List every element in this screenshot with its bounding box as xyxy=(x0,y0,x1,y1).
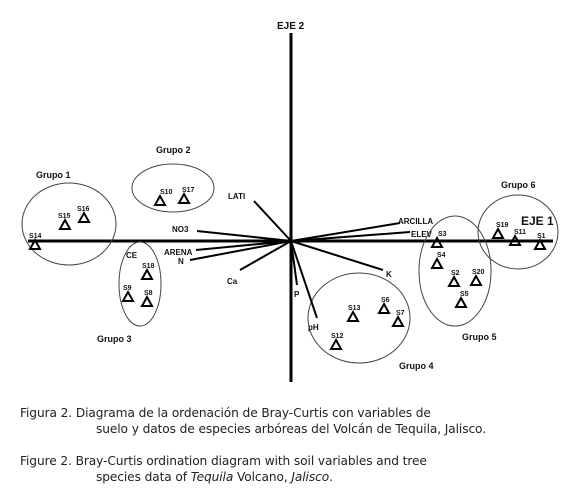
group-label: Grupo 2 xyxy=(156,145,191,155)
site-label-s16: S16 xyxy=(77,206,90,213)
site-marker-s20 xyxy=(469,273,483,286)
site-label-s3: S3 xyxy=(438,231,447,238)
variable-vectors xyxy=(189,200,411,319)
site-marker-s14 xyxy=(28,237,42,250)
site-marker-s15 xyxy=(58,217,72,230)
group-1-ellipse xyxy=(21,182,117,266)
site-marker-s11 xyxy=(508,233,522,246)
site-marker-s10 xyxy=(153,193,167,206)
site-label-s4: S4 xyxy=(437,252,446,259)
caption-es-line-1: Figura 2. Diagrama de la ordenación de B… xyxy=(20,406,431,420)
variable-label-ph: pH xyxy=(308,323,319,332)
caption-en-italic-jalisco: Jalisco xyxy=(291,470,330,484)
site-label-s2: S2 xyxy=(451,270,460,277)
vector-k xyxy=(290,240,384,271)
caption-en-italic-tequila: Tequila xyxy=(190,470,234,484)
site-marker-s1 xyxy=(533,237,547,250)
variable-label-n: N xyxy=(178,257,184,266)
site-label-s11: S11 xyxy=(514,229,526,236)
group-5-ellipse xyxy=(418,215,492,327)
variable-label-elev: ELEV xyxy=(411,230,433,239)
variable-label-p: P xyxy=(294,290,300,299)
site-label-s9: S9 xyxy=(123,285,132,292)
group-3-ellipse xyxy=(118,241,162,327)
site-label-s7: S7 xyxy=(396,310,405,317)
site-label-s19: S19 xyxy=(496,222,509,229)
variable-label-ca: Ca xyxy=(227,277,238,286)
vector-lati xyxy=(253,200,292,242)
variable-label-k: K xyxy=(386,270,392,279)
site-marker-s16 xyxy=(77,210,91,223)
caption-en-line-2: species data of Tequila Volcano, Jalisco… xyxy=(20,469,550,485)
site-label-s17: S17 xyxy=(182,187,195,194)
group-6-ellipse xyxy=(477,194,559,270)
vector-no3 xyxy=(196,230,292,242)
group-2-ellipse xyxy=(131,163,215,213)
site-label-s14: S14 xyxy=(29,233,42,240)
vector-n xyxy=(189,240,292,261)
site-label-s12: S12 xyxy=(331,333,344,340)
site-marker-s18 xyxy=(140,267,154,280)
group-label: Grupo 5 xyxy=(462,332,497,342)
axis-1-label: EJE 1 xyxy=(521,214,554,228)
site-markers xyxy=(28,191,547,350)
group-label: Grupo 3 xyxy=(97,334,132,344)
caption-english: Figure 2. Bray-Curtis ordination diagram… xyxy=(20,453,550,485)
variable-label-arcilla: ARCILLA xyxy=(398,217,433,226)
site-marker-s13 xyxy=(346,309,360,322)
site-marker-s19 xyxy=(491,226,505,239)
site-marker-s2 xyxy=(447,274,461,287)
site-label-s6: S6 xyxy=(381,297,390,304)
site-marker-s12 xyxy=(329,337,343,350)
vector-arcilla xyxy=(290,222,401,242)
site-marker-s17 xyxy=(177,191,191,204)
site-label-s5: S5 xyxy=(460,291,469,298)
group-label: Grupo 6 xyxy=(501,180,536,190)
site-label-s20: S20 xyxy=(472,269,485,276)
site-marker-s7 xyxy=(391,314,405,327)
vector-p xyxy=(290,240,298,286)
variable-label-no3: NO3 xyxy=(172,225,189,234)
vector-ph xyxy=(290,240,318,319)
site-label-s10: S10 xyxy=(160,189,173,196)
site-label-s8: S8 xyxy=(144,290,153,297)
vector-arena xyxy=(195,240,292,251)
site-label-s1: S1 xyxy=(537,233,546,240)
axis-2-label: EJE 2 xyxy=(277,21,305,32)
group-label: Grupo 1 xyxy=(36,170,71,180)
variable-label-ce: CE xyxy=(126,251,138,260)
ordination-diagram: EJE 2 EJE 1 Grupo 1 Grupo 2 Grupo 3 Grup… xyxy=(21,21,559,382)
site-marker-s4 xyxy=(430,256,444,269)
site-marker-s9 xyxy=(121,289,135,302)
site-marker-s3 xyxy=(430,235,444,248)
caption-es-line-2: suelo y datos de especies arbóreas del V… xyxy=(96,422,486,436)
group-4-ellipse xyxy=(307,272,411,364)
caption-en-text: species data of xyxy=(96,470,191,484)
site-marker-s8 xyxy=(140,294,154,307)
vector-elev xyxy=(290,231,411,242)
site-label-s13: S13 xyxy=(348,305,361,312)
group-label: Grupo 4 xyxy=(399,361,434,371)
variable-label-lati: LATI xyxy=(228,192,245,201)
vector-ca xyxy=(239,240,292,271)
variable-label-arena: ARENA xyxy=(164,248,193,257)
caption-en-line-1: Figure 2. Bray-Curtis ordination diagram… xyxy=(20,454,427,468)
site-label-s18: S18 xyxy=(142,263,155,270)
site-marker-s5 xyxy=(454,295,468,308)
caption-spanish: Figura 2. Diagrama de la ordenación de B… xyxy=(20,405,550,437)
caption-en-text: Volcano, xyxy=(233,470,292,484)
caption-en-text: . xyxy=(329,470,333,484)
site-label-s15: S15 xyxy=(58,213,71,220)
site-marker-s6 xyxy=(377,301,391,314)
